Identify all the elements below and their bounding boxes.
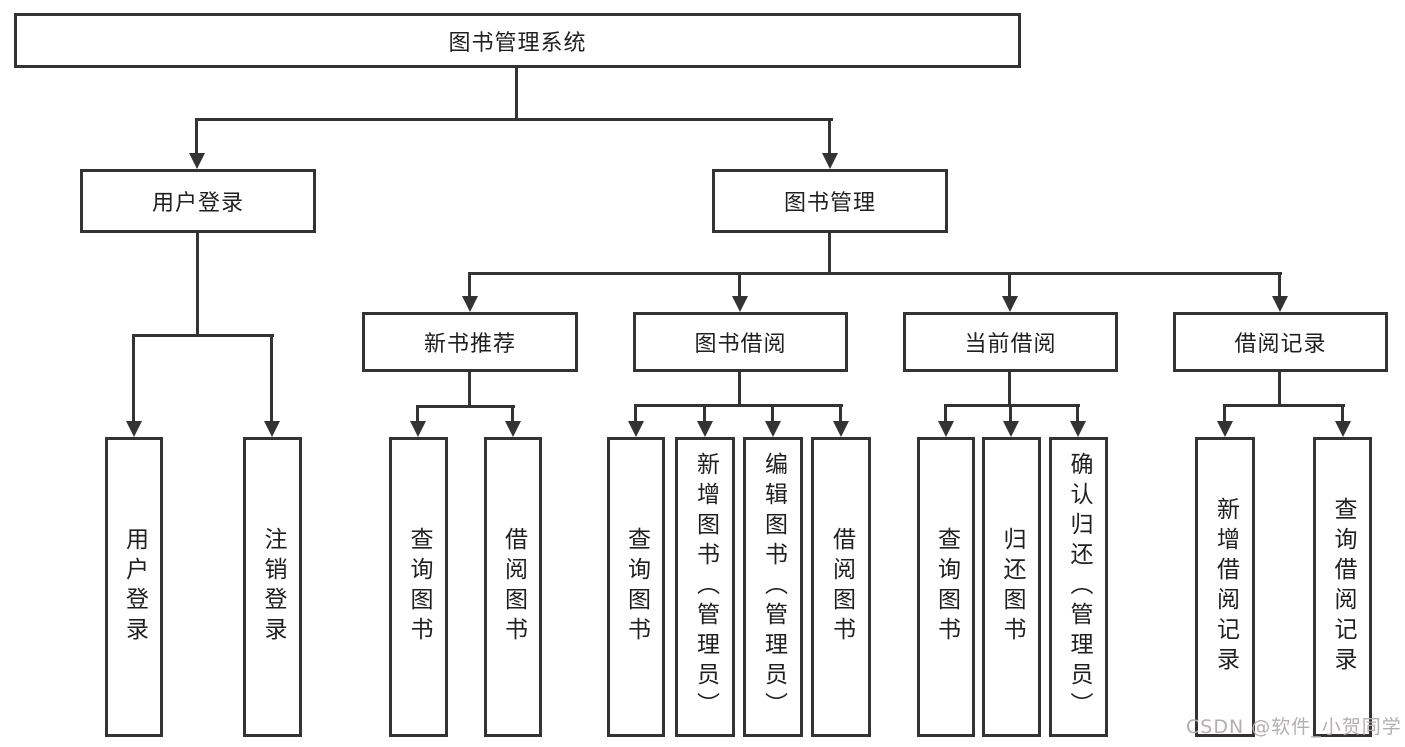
leaf-borrow-books-recommend: 借阅图书 [484,437,542,737]
connector-line [196,233,199,337]
connector-line [1341,404,1344,423]
connector-line [738,272,741,299]
arrow-down-icon [410,421,426,437]
node-library-management-system: 图书管理系统 [14,13,1021,68]
node-book-borrowing: 图书借阅 [633,312,848,372]
node-label: 新增借阅记录 [1212,497,1239,677]
connector-line [839,404,842,423]
node-label: 图书借阅 [694,332,787,357]
connector-line [1008,372,1011,407]
arrow-down-icon [732,296,748,312]
node-label: 查询图书 [933,527,960,647]
leaf-borrow-books-borrowing: 借阅图书 [811,437,871,737]
connector-line [195,118,198,156]
connector-line [1278,272,1281,299]
node-label: 查询图书 [406,527,432,647]
connector-line [1008,272,1011,299]
node-label: 注销登录 [260,527,286,647]
node-new-book-recommendation: 新书推荐 [362,312,578,372]
node-label: 借阅图书 [828,527,855,647]
connector-line [515,68,518,120]
node-label: 用户登录 [151,191,244,216]
arrow-down-icon [628,421,644,437]
node-label: 新书推荐 [423,332,516,357]
connector-line [771,404,774,423]
arrow-down-icon [264,421,280,437]
connector-line [738,372,741,407]
arrow-down-icon [1272,296,1288,312]
connector-line [634,404,843,407]
node-label: 借阅图书 [500,527,527,647]
connector-line [1223,404,1226,423]
arrow-down-icon [189,153,205,169]
node-book-management: 图书管理 [712,169,948,233]
node-user-login: 用户登录 [80,169,316,233]
node-label: 新增图书（管理员） [692,452,719,722]
csdn-watermark: CSDN @软件_小贺同学 [1186,716,1402,738]
connector-line [468,272,471,299]
node-label: 查询图书 [623,527,650,647]
connector-line [468,372,471,408]
node-borrowing-records: 借阅记录 [1173,312,1388,372]
node-label: 借阅记录 [1234,332,1327,357]
connector-line [196,118,833,121]
node-label: 图书管理系统 [448,30,587,56]
leaf-add-book-admin: 新增图书（管理员） [675,437,735,737]
connector-line [416,405,419,423]
node-label: 当前借阅 [964,332,1057,357]
node-label: 确认归还（管理员） [1066,452,1092,722]
connector-line [828,118,831,156]
connector-line [828,233,831,275]
node-label: 用户登录 [121,527,148,647]
connector-line [1278,372,1281,407]
arrow-down-icon [833,421,849,437]
arrow-down-icon [1217,421,1233,437]
connector-line [511,405,514,423]
leaf-return-books: 归还图书 [982,437,1041,737]
leaf-confirm-return-admin: 确认归还（管理员） [1049,437,1108,737]
arrow-down-icon [126,421,142,437]
connector-line [944,404,1080,407]
leaf-query-books-borrowing: 查询图书 [607,437,665,737]
leaf-logout: 注销登录 [243,437,302,737]
connector-line [1223,404,1345,407]
arrow-down-icon [765,421,781,437]
node-label: 查询借阅记录 [1330,497,1356,677]
arrow-down-icon [822,153,838,169]
leaf-query-borrow-record: 查询借阅记录 [1313,437,1372,737]
connector-line [1076,404,1079,423]
connector-line [1009,404,1012,423]
node-label: 编辑图书（管理员） [760,452,787,722]
node-current-borrowing: 当前借阅 [903,312,1118,372]
leaf-query-books-recommend: 查询图书 [389,437,448,737]
connector-line [703,404,706,423]
connector-line [416,405,515,408]
arrow-down-icon [1070,421,1086,437]
connector-line [132,334,274,337]
connector-line [468,272,1282,275]
leaf-edit-book-admin: 编辑图书（管理员） [743,437,803,737]
leaf-query-books-current: 查询图书 [917,437,975,737]
arrow-down-icon [505,421,521,437]
connector-line [944,404,947,423]
arrow-down-icon [1002,296,1018,312]
arrow-down-icon [938,421,954,437]
leaf-user-login: 用户登录 [105,437,163,737]
node-label: 图书管理 [783,191,876,216]
node-label: 归还图书 [999,527,1025,647]
arrow-down-icon [1003,421,1019,437]
connector-line [132,334,135,423]
arrow-down-icon [1335,421,1351,437]
connector-line [634,404,637,423]
connector-line [270,334,273,423]
arrow-down-icon [462,296,478,312]
arrow-down-icon [697,421,713,437]
leaf-add-borrow-record: 新增借阅记录 [1195,437,1255,737]
